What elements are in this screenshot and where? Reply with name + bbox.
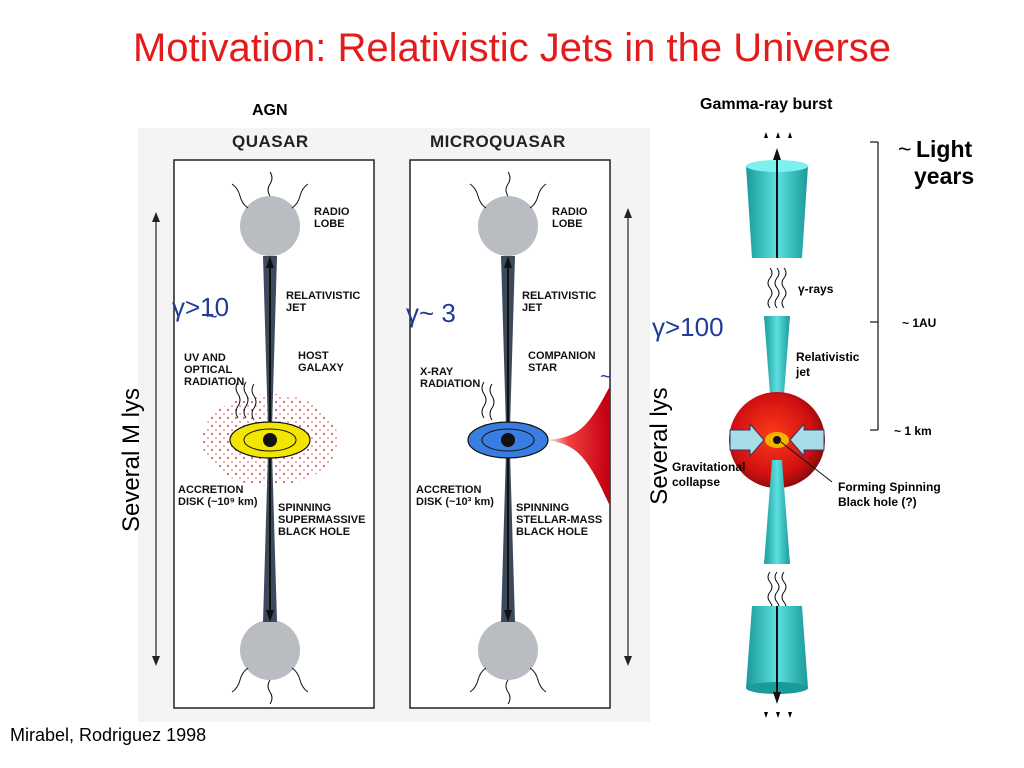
- forming-black-hole-label: Forming Spinning Black hole (?): [838, 480, 941, 509]
- au-label: ~ 1AU: [902, 316, 937, 330]
- quasar-host-label: HOST GALAXY: [298, 350, 344, 374]
- micro-tilde: ~: [600, 366, 612, 388]
- quasar-scale-label: Several M lys: [118, 387, 145, 533]
- quasar-gamma: γ>10: [172, 292, 230, 322]
- light-years-label: Light years: [914, 136, 975, 189]
- grb-inner-jet-bottom: [764, 460, 790, 564]
- quasar-disk-label: ACCRETION DISK (~10⁹ km): [178, 484, 258, 508]
- citation: Mirabel, Rodriguez 1998: [10, 725, 207, 745]
- quasar-title: QUASAR: [232, 132, 309, 151]
- light-years-tilde: ~: [898, 136, 912, 162]
- grb-gamma: γ>100: [652, 312, 724, 342]
- micro-jet-label: RELATIVISTIC JET: [522, 290, 597, 314]
- micro-radio-lobe-bottom: [478, 620, 538, 680]
- micro-scale-label: Several lys: [646, 387, 673, 505]
- quasar-black-hole: [263, 433, 277, 447]
- microquasar-title: MICROQUASAR: [430, 132, 566, 151]
- micro-gamma: γ~ 3: [406, 298, 456, 328]
- grb-diagram: [729, 132, 879, 718]
- micro-xray-label: X-RAY RADIATION: [420, 366, 481, 390]
- page-title: Motivation: Relativistic Jets in the Uni…: [132, 26, 892, 70]
- grb-header: Gamma-ray burst: [700, 96, 833, 113]
- jets-diagram: [138, 128, 650, 722]
- relativistic-jet-label: Relativistic jet: [796, 350, 860, 379]
- micro-black-hole: [501, 433, 515, 447]
- micro-companion-label: COMPANION STAR: [528, 350, 596, 374]
- quasar-radio-lobe-top: [240, 196, 300, 256]
- quasar-bh-label: SPINNING SUPERMASSIVE BLACK HOLE: [278, 502, 366, 538]
- agn-header: AGN: [252, 102, 288, 119]
- km-label: ~ 1 km: [894, 424, 932, 438]
- micro-disk-label: ACCRETION DISK (~10³ km): [416, 484, 494, 508]
- quasar-tilde: ~: [206, 306, 218, 328]
- micro-radio-lobe-top: [478, 196, 538, 256]
- micro-bh-label: SPINNING STELLAR-MASS BLACK HOLE: [516, 502, 603, 538]
- gravitational-collapse-label: Gravitational collapse: [672, 460, 746, 489]
- micro-radio-lobe-label: RADIO LOBE: [552, 206, 588, 230]
- gamma-rays-label: γ-rays: [798, 282, 834, 296]
- quasar-uv-label: UV AND OPTICAL RADIATION: [184, 352, 245, 388]
- quasar-radio-lobe-label: RADIO LOBE: [314, 206, 350, 230]
- quasar-radio-lobe-bottom: [240, 620, 300, 680]
- companion-star: [546, 386, 610, 506]
- quasar-jet-label: RELATIVISTIC JET: [286, 290, 361, 314]
